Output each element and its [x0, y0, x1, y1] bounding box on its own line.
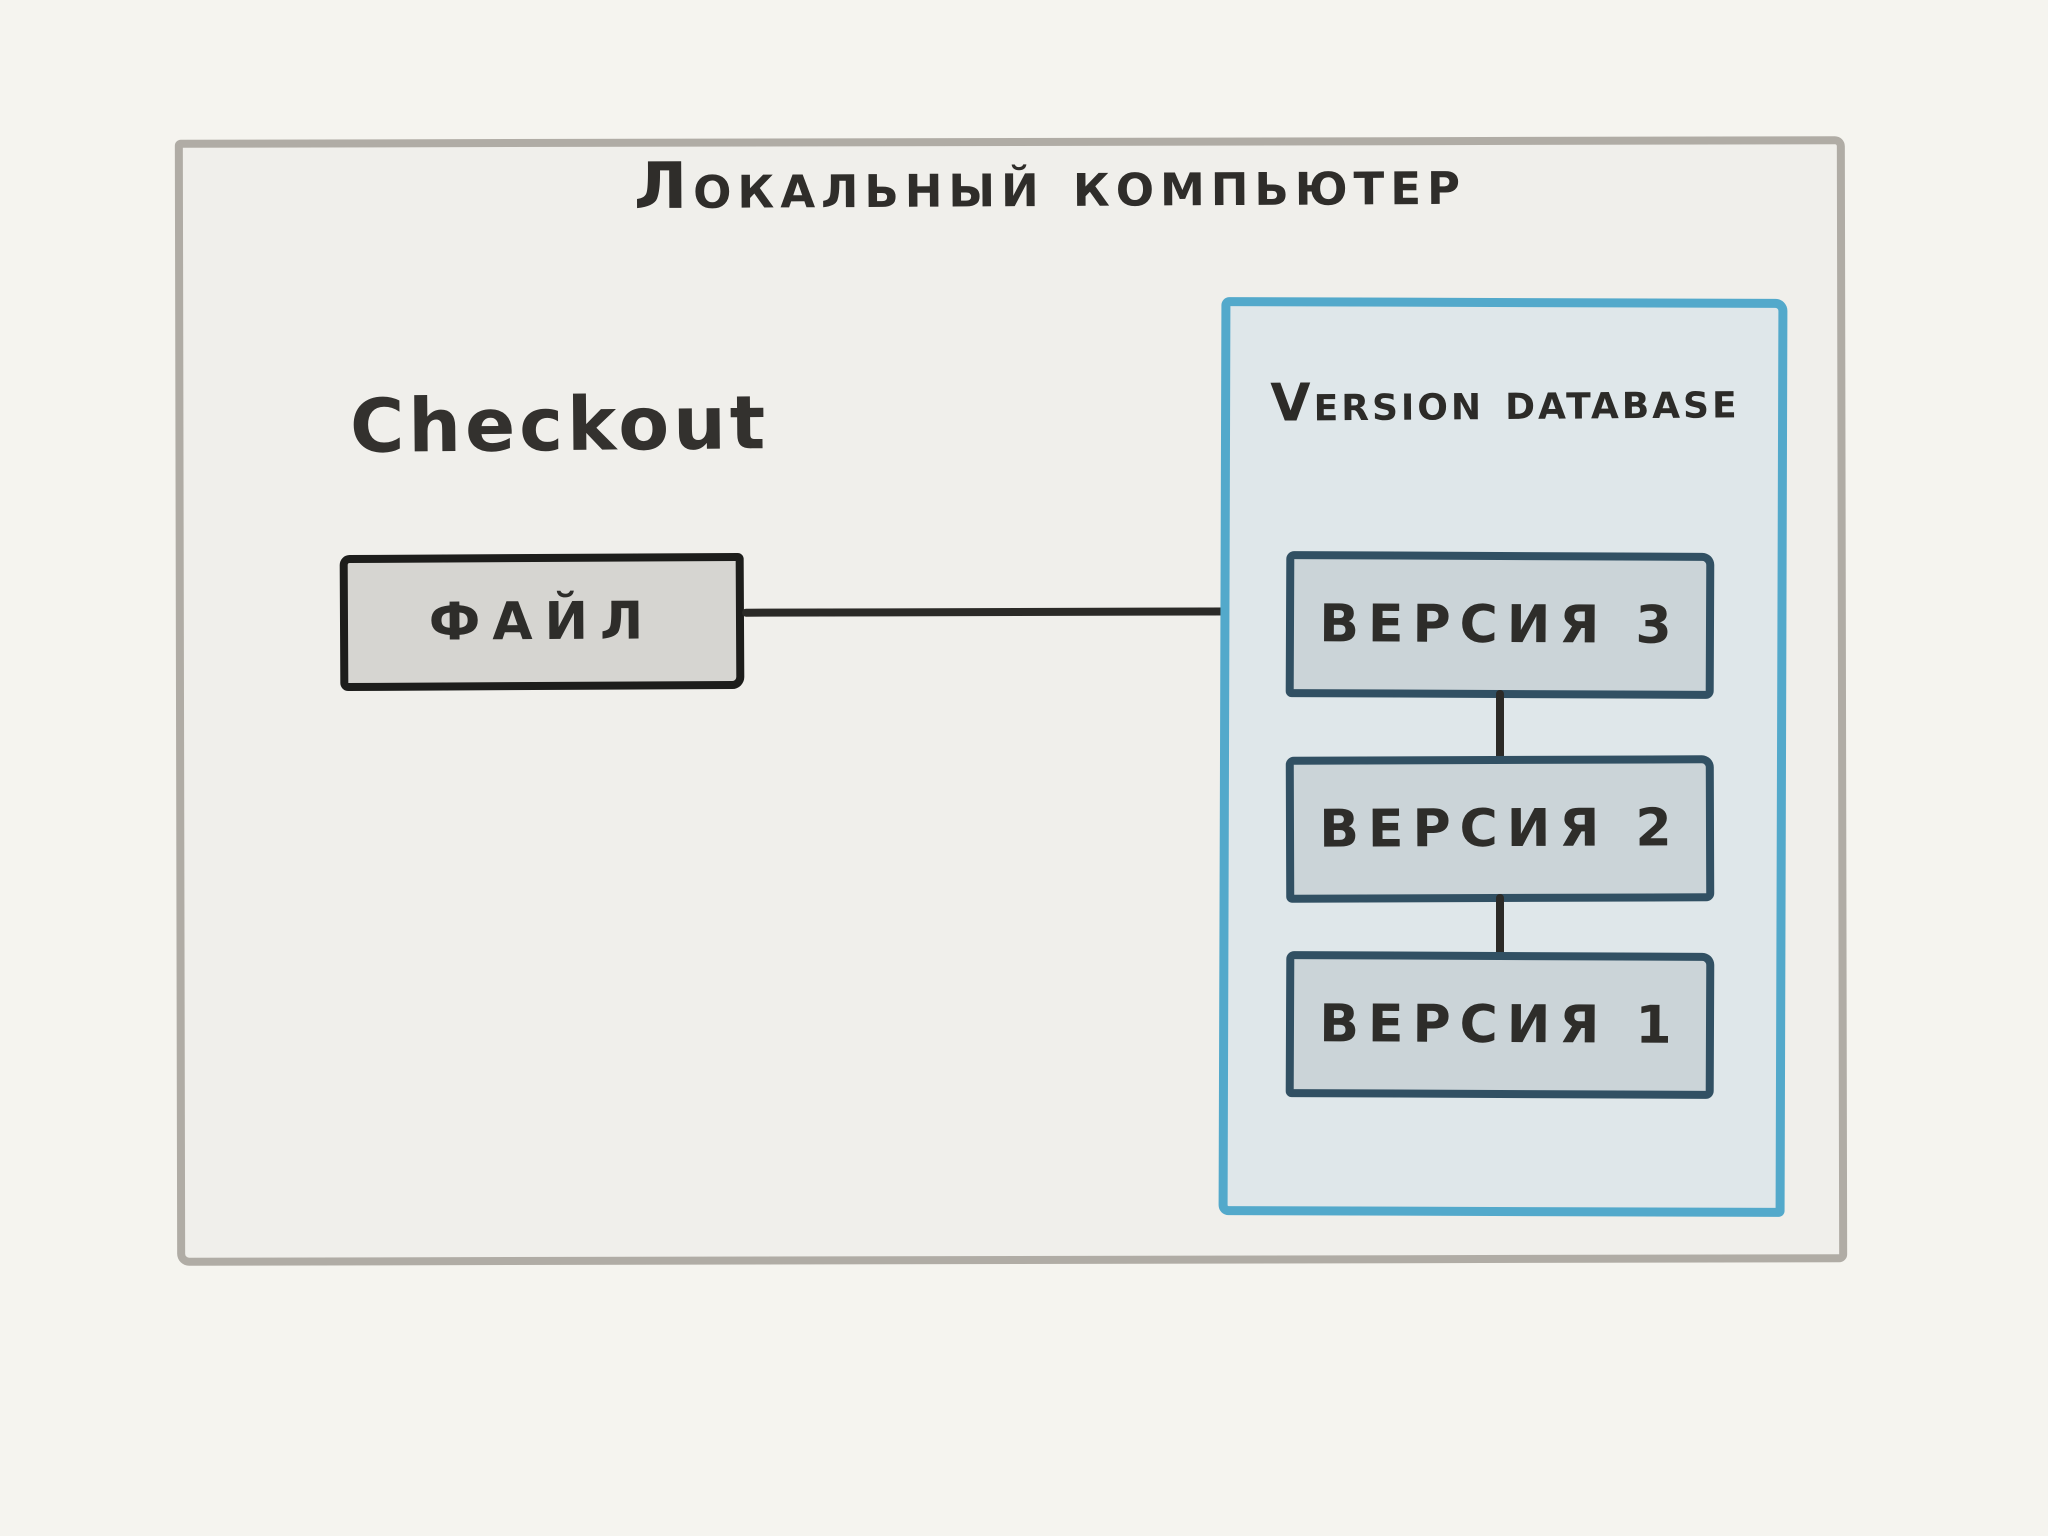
version-box-2-label: ВЕРСИЯ 2	[1319, 798, 1681, 860]
version-box-1-label: ВЕРСИЯ 1	[1319, 994, 1681, 1056]
checkout-label: Checkout	[349, 380, 770, 470]
version-box-2: ВЕРСИЯ 2	[1285, 755, 1715, 903]
version-connector-line-2-1	[1496, 894, 1504, 960]
local-computer-title: Локальный компьютер	[633, 145, 1467, 225]
version-box-3: ВЕРСИЯ 3	[1285, 551, 1715, 699]
version-connector-line-3-2	[1496, 690, 1504, 764]
checkout-connector-line	[741, 607, 1291, 617]
version-box-1: ВЕРСИЯ 1	[1285, 951, 1715, 1099]
file-box: ФАЙЛ	[339, 552, 745, 692]
version-database-title: Version database	[1270, 370, 1740, 434]
version-box-3-label: ВЕРСИЯ 3	[1319, 594, 1681, 656]
file-box-label: ФАЙЛ	[428, 591, 656, 653]
